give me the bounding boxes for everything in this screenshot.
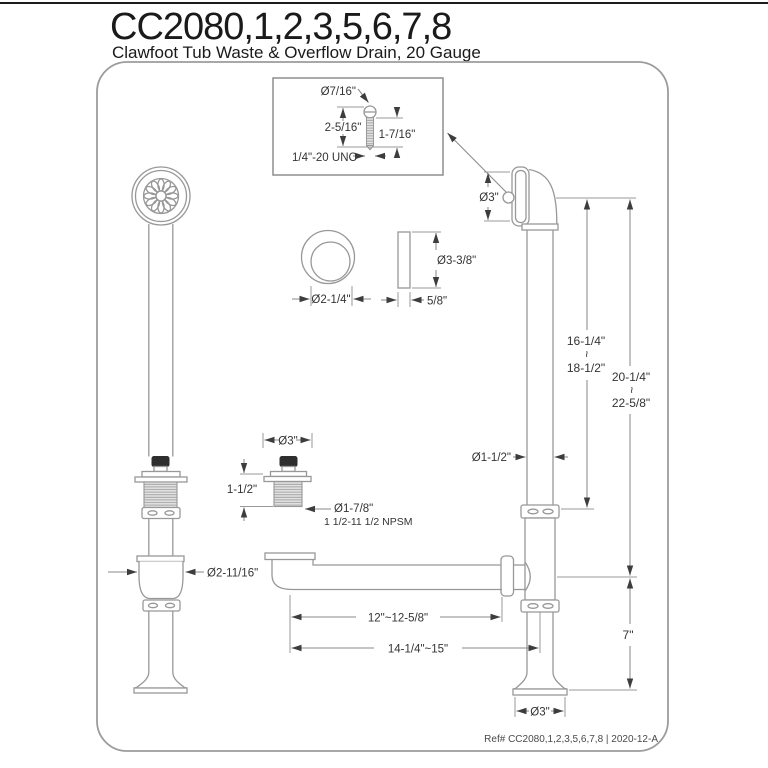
- drain-threads: [143, 481, 178, 509]
- stopper-knob: [279, 456, 298, 467]
- washer-thickness-label: 5/8": [427, 296, 447, 308]
- tailpiece-height-label: 7": [623, 628, 634, 642]
- left-drain-assembly: [133, 224, 188, 694]
- drain-thread-dia-label: Ø1-7/8": [334, 503, 373, 515]
- overall-range-min-label: 20-1/4": [612, 370, 650, 384]
- pipe-dia-label: Ø1-1/2": [472, 452, 511, 464]
- shoe-dia-dimension: Ø2-11/16": [108, 568, 258, 580]
- base-dia-dimension: Ø3": [514, 697, 566, 719]
- height-dimensions: 16-1/4" ~ 18-1/2" 20-1/4" ~ 22-5/8" 7": [556, 197, 650, 691]
- overflow-tube: Ø1-1/2": [472, 230, 568, 505]
- page-subtitle: Clawfoot Tub Waste & Overflow Drain, 20 …: [112, 43, 481, 62]
- screw-head-dia-label: Ø7/16": [321, 86, 356, 98]
- stopper-knob: [151, 456, 170, 467]
- washer-side-view: Ø3-3/8" 5/8": [381, 231, 476, 308]
- reference-number: Ref# CC2080,1,2,3,5,6,7,8 | 2020-12-A: [484, 734, 658, 745]
- tube-range-max-label: 18-1/2": [567, 361, 605, 375]
- elbow-screw: [502, 191, 515, 204]
- daisy-petals: [143, 178, 179, 214]
- tube-range-min-label: 16-1/4": [567, 334, 605, 348]
- drain-detail: Ø3" 1-1/2" Ø1-7/8" 1 1/2-11 1/2 NPSM: [227, 433, 413, 528]
- base-dia-label: Ø3": [530, 707, 549, 719]
- screw-thread-length-label: 1-7/16": [379, 129, 416, 141]
- overall-range-max-label: 22-5/8": [612, 396, 650, 410]
- tee-body: [524, 517, 556, 601]
- overall-range-tilde: ~: [625, 386, 639, 393]
- washer-outer-dia-label: Ø3-3/8": [437, 255, 476, 267]
- drain-shoe-cup: [138, 561, 184, 600]
- screw-head-leader: [357, 88, 369, 103]
- coupling-nut: [520, 599, 560, 613]
- drain-height-label: 1-1/2": [227, 484, 257, 496]
- coupling-nut: [520, 504, 560, 519]
- washer-front-view: Ø2-1/4": [292, 229, 371, 306]
- drain-flange-dia-label: Ø3": [278, 436, 297, 448]
- drain-threads: [273, 480, 303, 508]
- coupling-nut: [141, 506, 181, 520]
- waste-tube-range-label: 12"~12-5/8": [368, 613, 428, 625]
- screw-thread-spec-label: 1/4"-20 UNC: [292, 152, 357, 164]
- tee-branch-flange: [500, 555, 515, 597]
- waste-shoe-flange: [264, 552, 316, 561]
- tee-assembly: [500, 504, 568, 696]
- drain-thread-spec-label: 1 1/2-11 1/2 NPSM: [324, 516, 413, 528]
- overflow-plate-front: [131, 166, 191, 226]
- page-title: CC2080,1,2,3,5,6,7,8: [110, 6, 452, 48]
- coupling-nut: [142, 599, 181, 612]
- tube-range-tilde: ~: [580, 350, 594, 357]
- washer-inner-dia-label: Ø2-1/4": [311, 294, 350, 306]
- screw-length-label: 2-5/16": [325, 122, 362, 134]
- waste-arm-dimensions: 12"~12-5/8" 14-1/4"~15": [289, 595, 541, 656]
- drawing-border: [96, 61, 669, 752]
- shoe-dia-label: Ø2-11/16": [207, 568, 258, 580]
- trumpet-base: [512, 671, 568, 690]
- overflow-elbow: Ø3": [479, 166, 559, 231]
- screw-detail-inset: Ø7/16" 2-5/16" 1-7/16" 1/4"-20 UNC: [272, 77, 444, 176]
- inset-leader-line: [447, 132, 511, 197]
- waste-overall-range-label: 14-1/4"~15": [388, 644, 448, 656]
- elbow-face-dia-label: Ø3": [479, 192, 498, 204]
- waste-arm: [264, 552, 502, 591]
- trumpet-base: [133, 671, 188, 689]
- top-rule: [0, 2, 768, 4]
